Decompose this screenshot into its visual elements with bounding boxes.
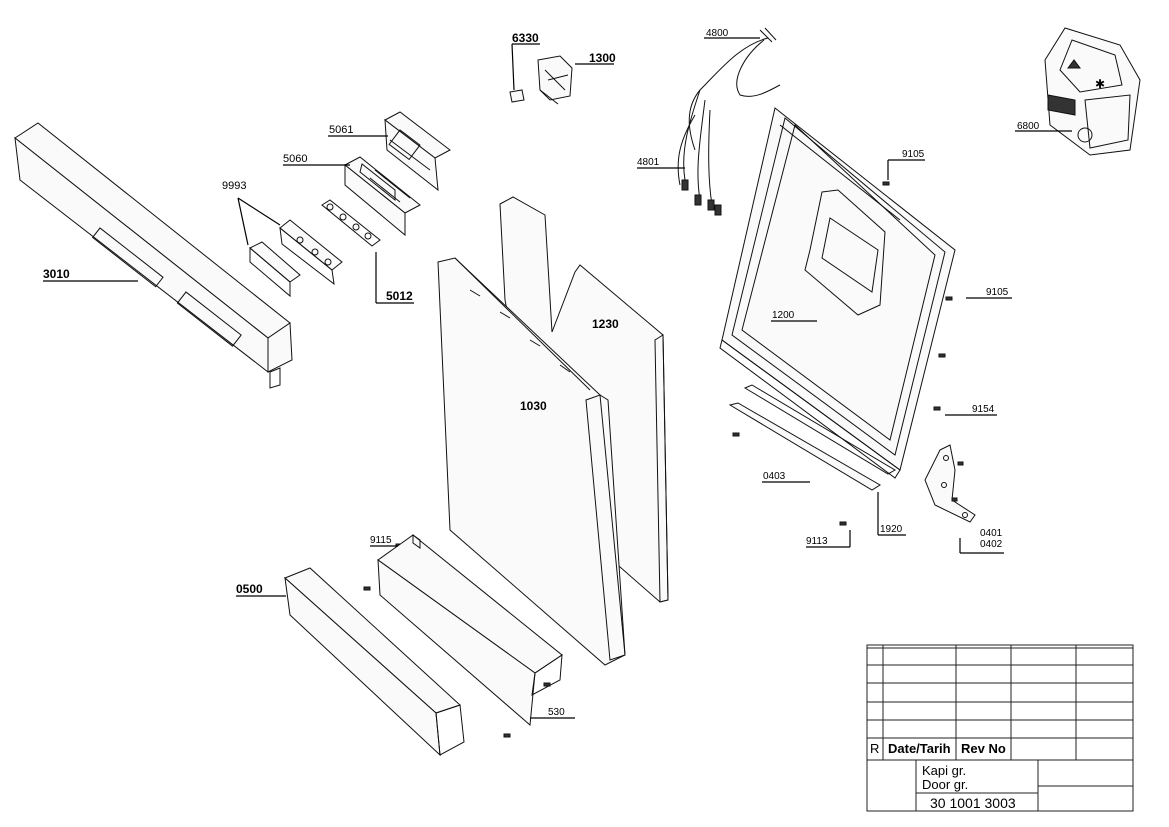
label-4800: 4800 (706, 28, 729, 39)
sensor-parts-1300-6330 (509, 55, 573, 105)
hinge-0401-0402 (924, 444, 976, 523)
title-block-date: Date/Tarih (888, 741, 951, 756)
label-3010: 3010 (43, 267, 70, 281)
door-panel-1030 (437, 257, 626, 666)
control-panel-fascia-3010 (14, 122, 293, 389)
button-strip-5012 (321, 199, 381, 247)
label-9113: 9113 (806, 536, 828, 547)
title-block-rev: Rev No (961, 741, 1006, 756)
label-1920: 1920 (880, 524, 903, 535)
label-0500: 0500 (236, 582, 263, 596)
label-1230: 1230 (592, 317, 619, 331)
label-9993: 9993 (222, 180, 246, 192)
title-block-number: 30 1001 3003 (930, 795, 1016, 811)
label-1200: 1200 (772, 310, 795, 321)
label-0402: 0402 (980, 539, 1003, 550)
title-block: R Date/Tarih Rev No Kapi gr. Door gr. 30… (866, 644, 1134, 812)
inner-door-1200 (719, 107, 956, 479)
label-9105-mid: 9105 (986, 287, 1009, 298)
label-0403: 0403 (763, 471, 786, 482)
title-block-name-tr: Kapi gr. (922, 763, 966, 778)
label-9115: 9115 (370, 535, 392, 546)
kick-plate-0500 (284, 567, 465, 757)
label-4801: 4801 (637, 157, 660, 168)
title-block-r: R (870, 741, 879, 756)
label-6330: 6330 (512, 31, 539, 45)
title-block-name-en: Door gr. (922, 777, 968, 792)
label-9154: 9154 (972, 404, 995, 415)
label-5060: 5060 (283, 153, 307, 165)
label-5061: 5061 (329, 124, 353, 136)
wiring-harness-4800 (677, 27, 781, 216)
label-1300: 1300 (589, 51, 616, 65)
screws (363, 181, 964, 738)
part-labels: 6330 1300 4800 4801 6800 5061 5060 9993 … (43, 28, 1040, 718)
leader-lines (43, 37, 1072, 719)
detergent-dispenser-6800: ✱ (1044, 27, 1141, 156)
label-1030: 1030 (520, 399, 547, 413)
svg-text:✱: ✱ (1095, 77, 1105, 91)
bottom-bracket-530 (377, 534, 563, 727)
bracket-5061 (384, 111, 451, 192)
label-530: 530 (548, 707, 565, 718)
label-5012: 5012 (386, 289, 413, 303)
display-board-9993 (249, 219, 343, 298)
label-9105-top: 9105 (902, 149, 925, 160)
seal-strip-0403-1920 (728, 384, 896, 491)
label-6800: 6800 (1017, 121, 1040, 132)
electronic-module-5060 (344, 156, 421, 237)
label-0401: 0401 (980, 528, 1003, 539)
